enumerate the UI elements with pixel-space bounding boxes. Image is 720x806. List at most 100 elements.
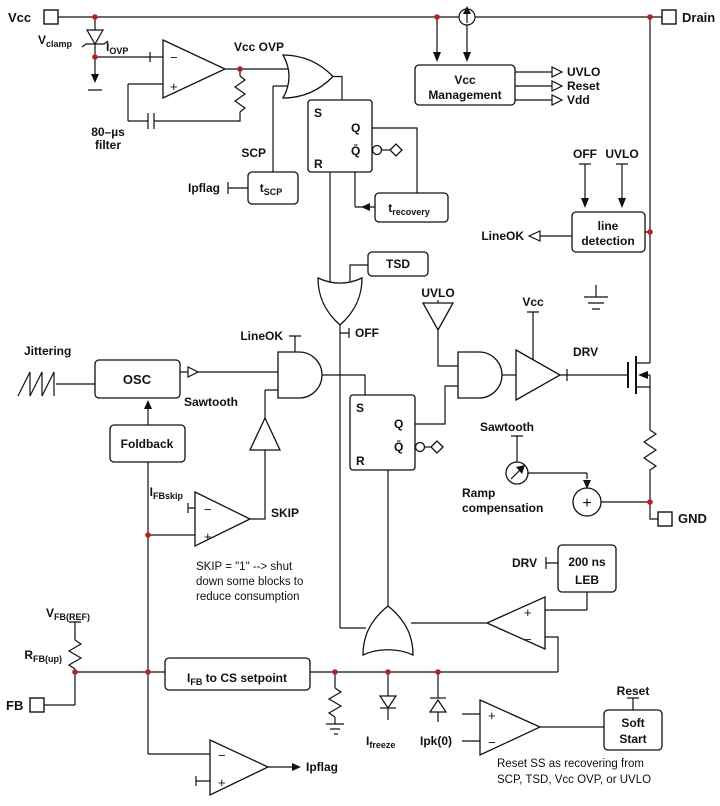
vcc-management-box [414,64,516,106]
ss-note-line2: SCP, TSD, Vcc OVP, or UVLO [497,774,651,786]
wire-leb-path [545,557,588,611]
or-gate-pwm-reset [362,605,414,657]
latch1-qbar-diamond [389,143,403,157]
latch1-q-label: Q [351,121,360,135]
reset-output-label: Reset [567,79,600,93]
uvlo-output-label: UVLO [567,65,600,79]
wire-foldback-fb-bus [147,409,210,755]
uvlo-buffer [421,302,455,332]
ovp-comparator [162,38,227,100]
uvlo-buffer-label: UVLO [421,286,454,300]
skip-note-line2: down some blocks to [196,576,303,588]
ipk0-diode-icon [428,698,448,713]
ifreeze-diode-icon [378,695,398,710]
ground-icon-driver [584,285,608,310]
junction-dot [435,669,441,675]
startup-current-source-arrowhead [463,6,471,14]
vdd-output-label: Vdd [567,93,590,107]
zener-diode-icon [85,29,105,46]
leb-box-label-line2: LEB [575,573,599,587]
junction-dot [385,669,391,675]
arrowhead-ramp-to-sum [583,480,591,489]
ramp-comp-label-line2: compensation [462,501,543,515]
fault-latch [307,99,373,173]
uvlo-input-label: UVLO [605,147,638,161]
ovp-comparator-plus: + [170,79,178,94]
trecovery-box-label: trecovery [388,201,430,217]
latch1-qbar-label: Q̄ [351,144,360,158]
wire-vcc-management-inputs [436,17,468,52]
wire-driver-vcc-rail [527,311,539,360]
sawtooth-waveform-icon [17,371,55,397]
summing-node-plus: + [582,495,591,512]
driver-vcc-label: Vcc [522,295,544,309]
wire-ovp-filter [127,83,241,129]
ss-comparator-plus: + [488,708,496,723]
arrowhead-vccmgmt-left [433,52,441,62]
arrowhead-clamp-sink [91,74,99,83]
open-arrow-lineok [527,230,541,242]
sawtooth-ramp-label: Sawtooth [480,420,534,434]
zener-diode-bar [81,40,109,48]
ipflag-output-label: Ipflag [306,760,338,774]
fault-comparator-minus: − [218,748,226,763]
wire-ramp-compensation [511,435,650,503]
line-detection-box [571,211,646,253]
ramp-arrowhead [516,465,525,474]
filter-label-line1: 80–µs [91,125,125,139]
wire-driver-to-gate [560,369,628,381]
wire-fb-divider [44,621,81,706]
ss-comparator-minus: − [488,735,496,750]
wire-scp-path [227,85,290,194]
lineok-output-label: LineOK [481,229,524,243]
reset-ss-label: Reset [617,684,650,698]
gate-driver [515,348,562,402]
trecovery-timer-box [374,192,449,223]
skip-note-line1: SKIP = "1" --> shut [196,561,293,573]
fault-comparator-plus: + [218,775,226,790]
open-arrow-vdd-out [551,94,564,106]
open-arrow-reset-out [551,80,564,92]
latch2-qbar-diamond [430,440,444,454]
wire-or1-to-latch1-set [333,75,343,100]
skip-signal-label: SKIP [271,506,299,520]
latch1-qbar-bubble [371,144,383,156]
fb-pin-label: FB [6,698,23,713]
latch2-qbar-label: Q̄ [394,440,403,454]
latch2-qbar-bubble [414,441,426,453]
vfbref-label: VFB(REF) [46,606,90,622]
fb-setpoint-box [164,657,311,691]
gnd-pin-label: GND [678,511,707,526]
vcc-management-label-line2: Management [428,88,501,102]
latch2-s-label: S [356,401,364,415]
wire-latch2-q-to-and2 [415,385,458,425]
rfbup-label: RFB(up) [24,648,62,664]
softstart-box [603,709,663,751]
cs-comparator-plus: + [524,605,532,620]
junction-dot [145,532,151,538]
filter-label-line2: filter [95,138,121,152]
junction-dot [332,669,338,675]
skip-comparator-minus: − [204,502,212,517]
tsd-box [367,251,429,277]
softstart-box-label-line2: Start [619,732,646,746]
tscp-box-label: tSCP [260,181,283,197]
fb-setpoint-box-label: IFB to CS setpoint [187,671,287,687]
skip-comparator-plus: + [204,529,212,544]
wire-off-signal [339,325,366,629]
wire-mosfet-taps [636,17,658,520]
fault-comparator [209,738,270,797]
junction-dot [647,229,653,235]
arrowhead-trecovery [361,203,370,211]
resistor-current-sense [642,429,658,471]
skip-note-line3: reduce consumption [196,591,300,603]
leb-box-label-line1: 200 ns [568,555,606,569]
wire-and1-to-latch2-set [322,374,366,395]
drv-leb-label: DRV [512,556,537,570]
junction-dot [92,14,98,20]
fb-pin [29,697,45,713]
wire-fault-comparator [195,766,292,786]
ground-icon-clamp [326,723,344,735]
junction-dot [92,54,98,60]
